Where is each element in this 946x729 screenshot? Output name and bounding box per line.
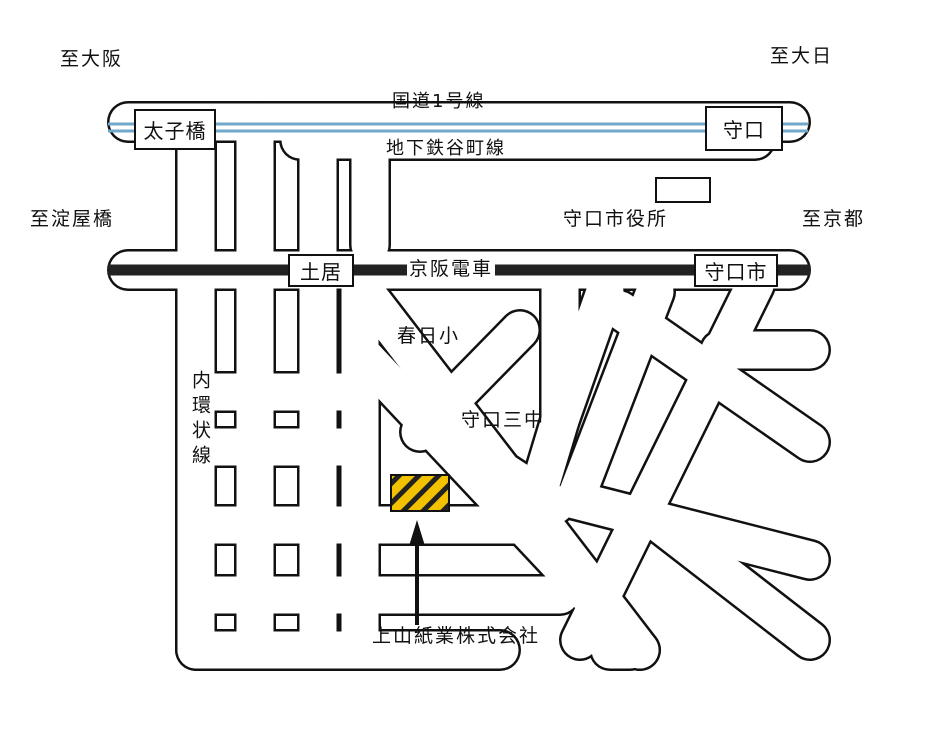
kasuga-elementary-label: 春日小 [397, 325, 461, 347]
subway-line [108, 122, 808, 133]
direction-yodoyabashi-label: 至淀屋橋 [30, 208, 115, 230]
station-moriguchishi: 守口市 [694, 254, 778, 287]
direction-kyoto-label: 至京都 [802, 208, 866, 230]
station-taishibashi: 太子橋 [134, 109, 216, 150]
keihan-label: 京阪電車 [407, 258, 496, 280]
city-hall-label: 守口市役所 [563, 208, 669, 230]
destination-arrow [409, 520, 425, 625]
station-moriguchi: 守口 [705, 106, 783, 151]
destination-label: 上山紙業株式会社 [372, 625, 541, 647]
subway-label: 地下鉄谷町線 [386, 138, 506, 159]
direction-dainichi-label: 至大日 [770, 45, 834, 67]
inner-loop-label: 内環状線 [189, 370, 211, 470]
route1-label: 国道1号線 [392, 91, 486, 112]
roads-fill [109, 103, 829, 669]
direction-osaka-label: 至大阪 [60, 48, 124, 70]
moriguchi-junior-high-label: 守口三中 [461, 409, 546, 431]
station-doi: 土居 [288, 254, 354, 287]
destination-marker [390, 474, 450, 512]
city-hall-building [655, 177, 711, 203]
